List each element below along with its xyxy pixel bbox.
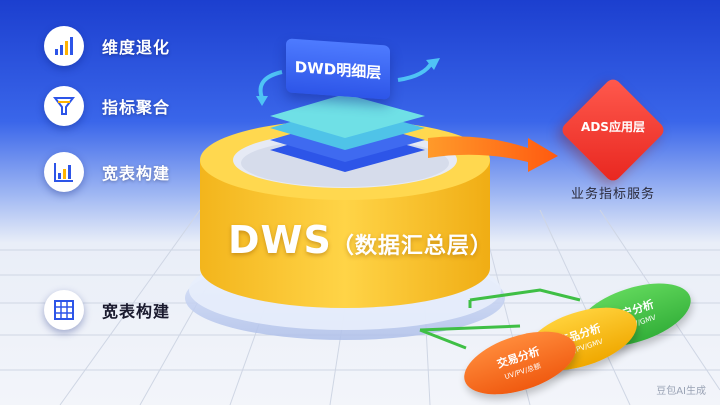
menu-label: 宽表构建 [102,164,171,183]
bar-chart-icon [44,26,84,66]
dws-title: DWS（数据汇总层） [228,218,493,262]
menu-item-wide-table-2: 宽表构建 [44,290,170,330]
menu-item-dimension-degradation: 维度退化 [44,26,170,66]
dws-title-main: DWS [228,218,332,262]
ads-label: ADS应用层 [581,120,645,134]
grid-table-icon [44,290,84,330]
menu-label: 宽表构建 [102,302,171,321]
watermark: 豆包AI生成 [656,386,706,397]
dwd-layer-card: DWD明细层 [286,38,390,100]
menu-item-metric-aggregation: 指标聚合 [44,86,170,126]
menu-item-wide-table-1: 宽表构建 [44,152,170,192]
funnel-icon [44,86,84,126]
menu-label: 指标聚合 [102,98,171,117]
dws-title-sub: （数据汇总层） [331,234,493,259]
menu-label: 维度退化 [102,38,171,57]
bar-chart-outline-icon [44,152,84,192]
ads-caption: 业务指标服务 [570,187,655,202]
dwd-label: DWD明细层 [294,57,382,82]
